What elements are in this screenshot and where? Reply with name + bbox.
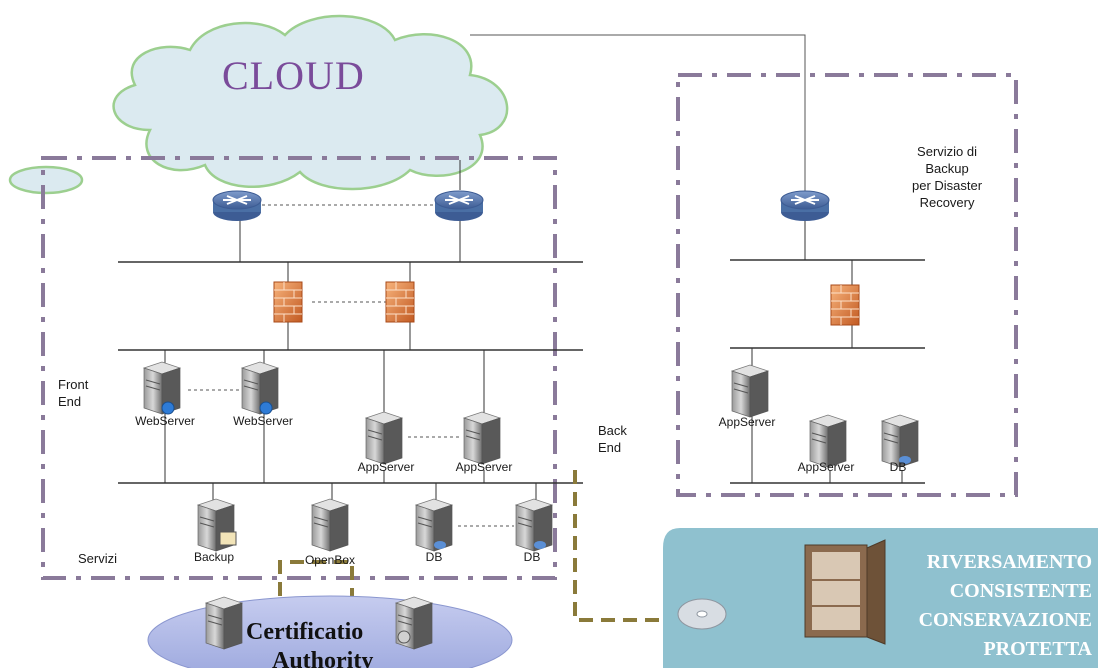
link-cloud-dr (470, 34, 806, 200)
server-label: DB (889, 460, 907, 474)
router-icon (780, 190, 830, 222)
server-label: AppServer (455, 460, 513, 474)
globe-icon (161, 401, 175, 415)
certification-label: Certificatio (246, 619, 364, 645)
firewall-icon (273, 281, 303, 323)
zone-label-back-end: Back End (598, 423, 627, 455)
router-icon (212, 190, 262, 222)
conservazione-line: PROTETTA (983, 638, 1092, 660)
conservazione-line: RIVERSAMENTO (926, 551, 1092, 573)
safe-icon (804, 539, 886, 645)
appserver-icon (365, 411, 403, 465)
cloud-label: CLOUD (222, 53, 365, 98)
database-icon (534, 541, 546, 549)
firewall-icon (830, 284, 860, 326)
server-label: AppServer (718, 415, 776, 429)
peer-links (188, 204, 514, 527)
zone-label-servizi: Servizi (78, 551, 118, 566)
database-icon (899, 456, 911, 464)
openbox-server-icon (311, 498, 349, 552)
server-label: AppServer (357, 460, 415, 474)
zone-main (41, 156, 557, 580)
dr-buses (730, 259, 925, 484)
server-label: Backup (193, 550, 235, 564)
server-label: OpenBox (304, 553, 356, 567)
db-server-icon (415, 498, 453, 552)
conservazione-line: CONSERVAZIONE (918, 609, 1092, 631)
folder-icon (219, 531, 237, 546)
router-icon (434, 190, 484, 222)
ca-server-icon (205, 596, 243, 650)
server-label: AppServer (797, 460, 855, 474)
main-buses (118, 261, 583, 484)
conservazione-line: CONSISTENTE (949, 580, 1092, 602)
server-label: DB (425, 550, 443, 564)
database-icon (434, 541, 446, 549)
db-server-icon (515, 498, 553, 552)
disc-hole (696, 610, 708, 618)
cloud-shape (8, 14, 509, 195)
clock-icon (397, 630, 411, 644)
conservazione-text: RIVERSAMENTO CONSISTENTE CONSERVAZIONE P… (852, 548, 1092, 664)
appserver-icon (463, 411, 501, 465)
certification-label-line2: Authority (272, 648, 374, 668)
server-label: DB (523, 550, 541, 564)
zone-disaster-recovery (676, 73, 1018, 497)
firewall-icon (385, 281, 415, 323)
zone-label-front-end: Front End (58, 377, 89, 409)
server-label: WebServer (135, 414, 195, 428)
zone-label-backup-dr: Servizio di Backup per Disaster Recovery (912, 144, 983, 210)
appserver-icon (731, 364, 769, 418)
cloud-bubble (8, 165, 84, 195)
globe-icon (259, 401, 273, 415)
server-label: WebServer (233, 414, 293, 428)
